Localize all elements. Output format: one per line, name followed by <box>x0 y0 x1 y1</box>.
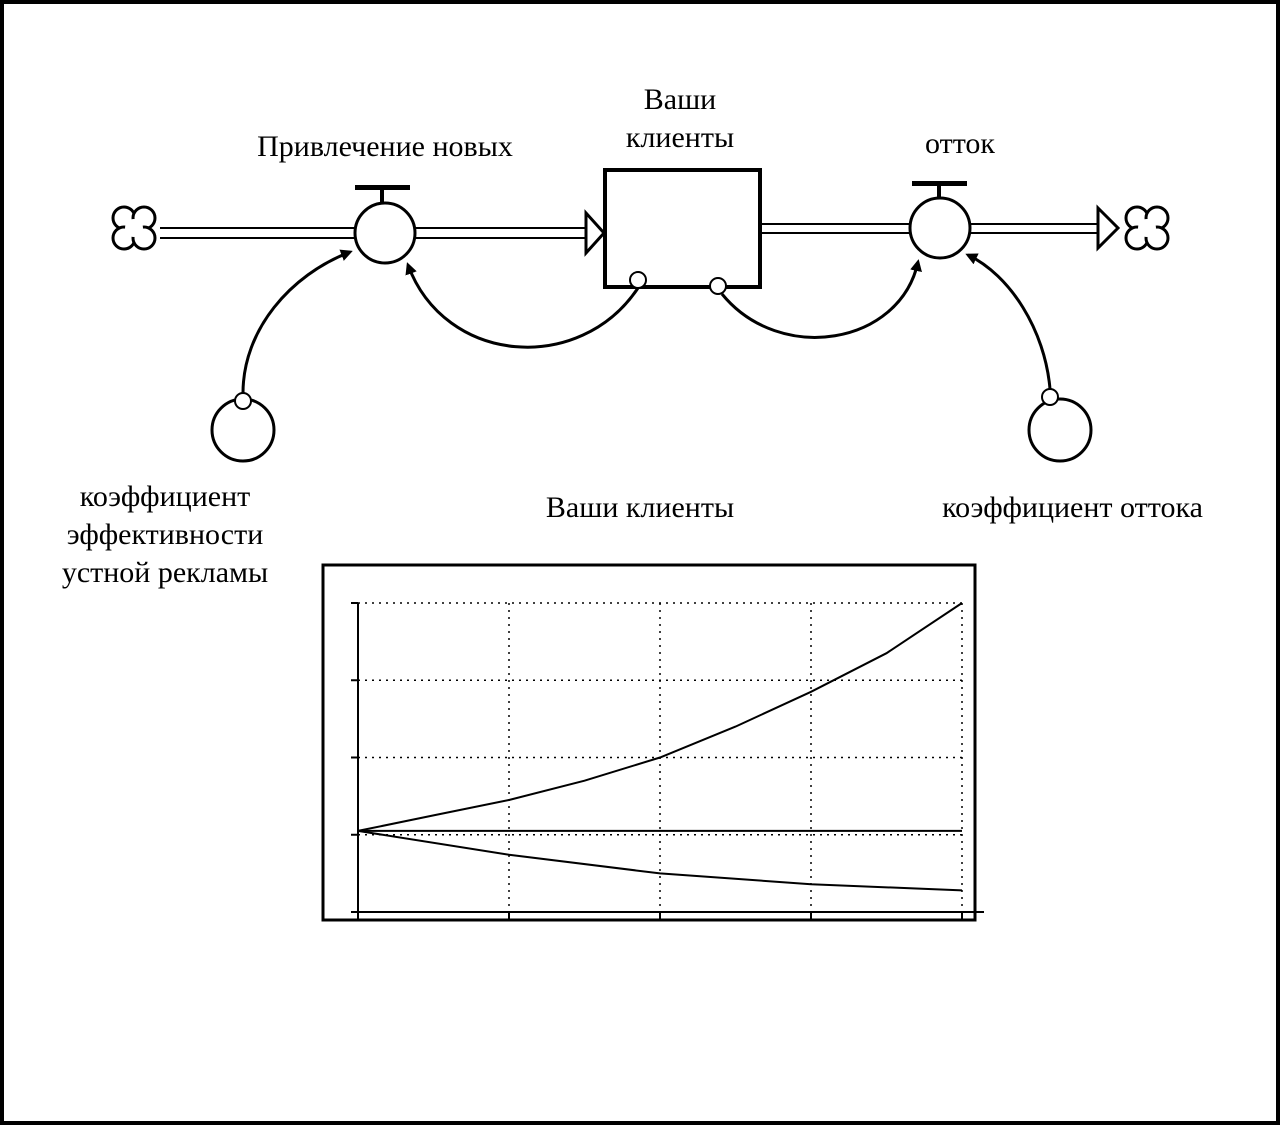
inflow-coefficient-label: коэффициент эффективности устной рекламы <box>20 478 310 592</box>
connector-coefficient-to-inflow <box>241 249 353 394</box>
chart-series-line-3 <box>357 829 963 892</box>
chart <box>321 563 984 922</box>
outflow-label: отток <box>924 127 995 160</box>
inflow-valve-icon <box>353 185 417 265</box>
outflow-coefficient-label: коэффициент оттока <box>942 491 1203 524</box>
outflow-valve-icon <box>908 181 972 260</box>
stock-label-line1: Ваши <box>643 83 717 116</box>
inflow-pipe <box>160 209 607 257</box>
source-cloud-icon <box>111 205 157 251</box>
connector-stock-to-inflow <box>405 262 640 349</box>
outflow-pipe <box>760 204 1121 252</box>
sink-cloud-icon <box>1124 205 1170 251</box>
connector-stock-to-outflow <box>720 259 922 339</box>
stock-port-right <box>709 277 727 295</box>
inflow-coefficient-label-line2: эффективности <box>66 518 264 551</box>
chart-frame <box>321 563 977 922</box>
chart-series <box>357 602 963 892</box>
chart-axes <box>351 602 984 919</box>
chart-title: Ваши клиенты <box>545 491 735 524</box>
inflow-coefficient-label-line1: коэффициент <box>79 480 251 513</box>
connector-coefficient-to-outflow <box>965 253 1052 390</box>
inflow-coefficient-label-line3: устной рекламы <box>61 556 269 589</box>
stock-box <box>603 168 762 289</box>
inflow-label: Привлечение новых <box>257 130 513 163</box>
stock-label-line2: клиенты <box>625 121 735 154</box>
chart-series-line-1 <box>357 602 963 832</box>
stock-port-left <box>629 271 647 289</box>
inflow-coefficient-converter <box>210 392 276 463</box>
stock-label: Ваши клиенты <box>580 81 780 157</box>
